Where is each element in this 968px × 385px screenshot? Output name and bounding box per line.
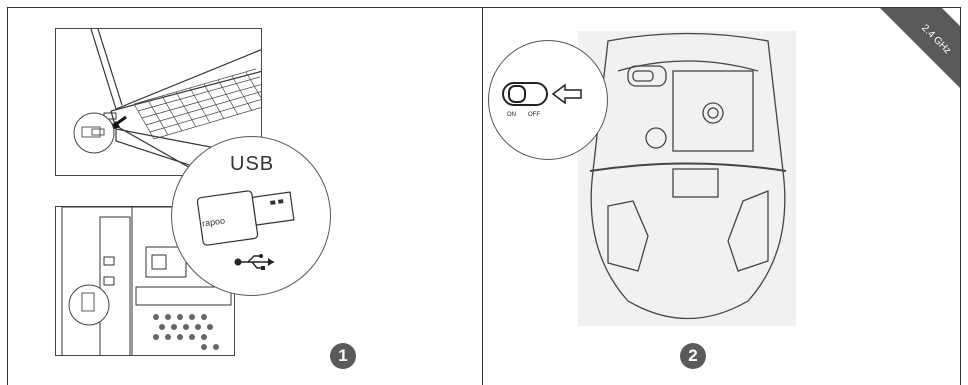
usb-icon [234, 253, 278, 271]
panel-divider [482, 7, 483, 385]
power-switch-callout: ON OFF [488, 40, 608, 160]
frequency-badge: 2.4 GHz [880, 8, 960, 88]
switch-off-label: OFF [528, 112, 540, 118]
mouse-underside-image [578, 31, 796, 326]
switch-on-label: ON [507, 112, 516, 118]
step-2-badge: 2 [680, 343, 706, 369]
usb-receiver-callout: USB rapoo [171, 136, 331, 296]
step-1-badge: 1 [330, 343, 356, 369]
